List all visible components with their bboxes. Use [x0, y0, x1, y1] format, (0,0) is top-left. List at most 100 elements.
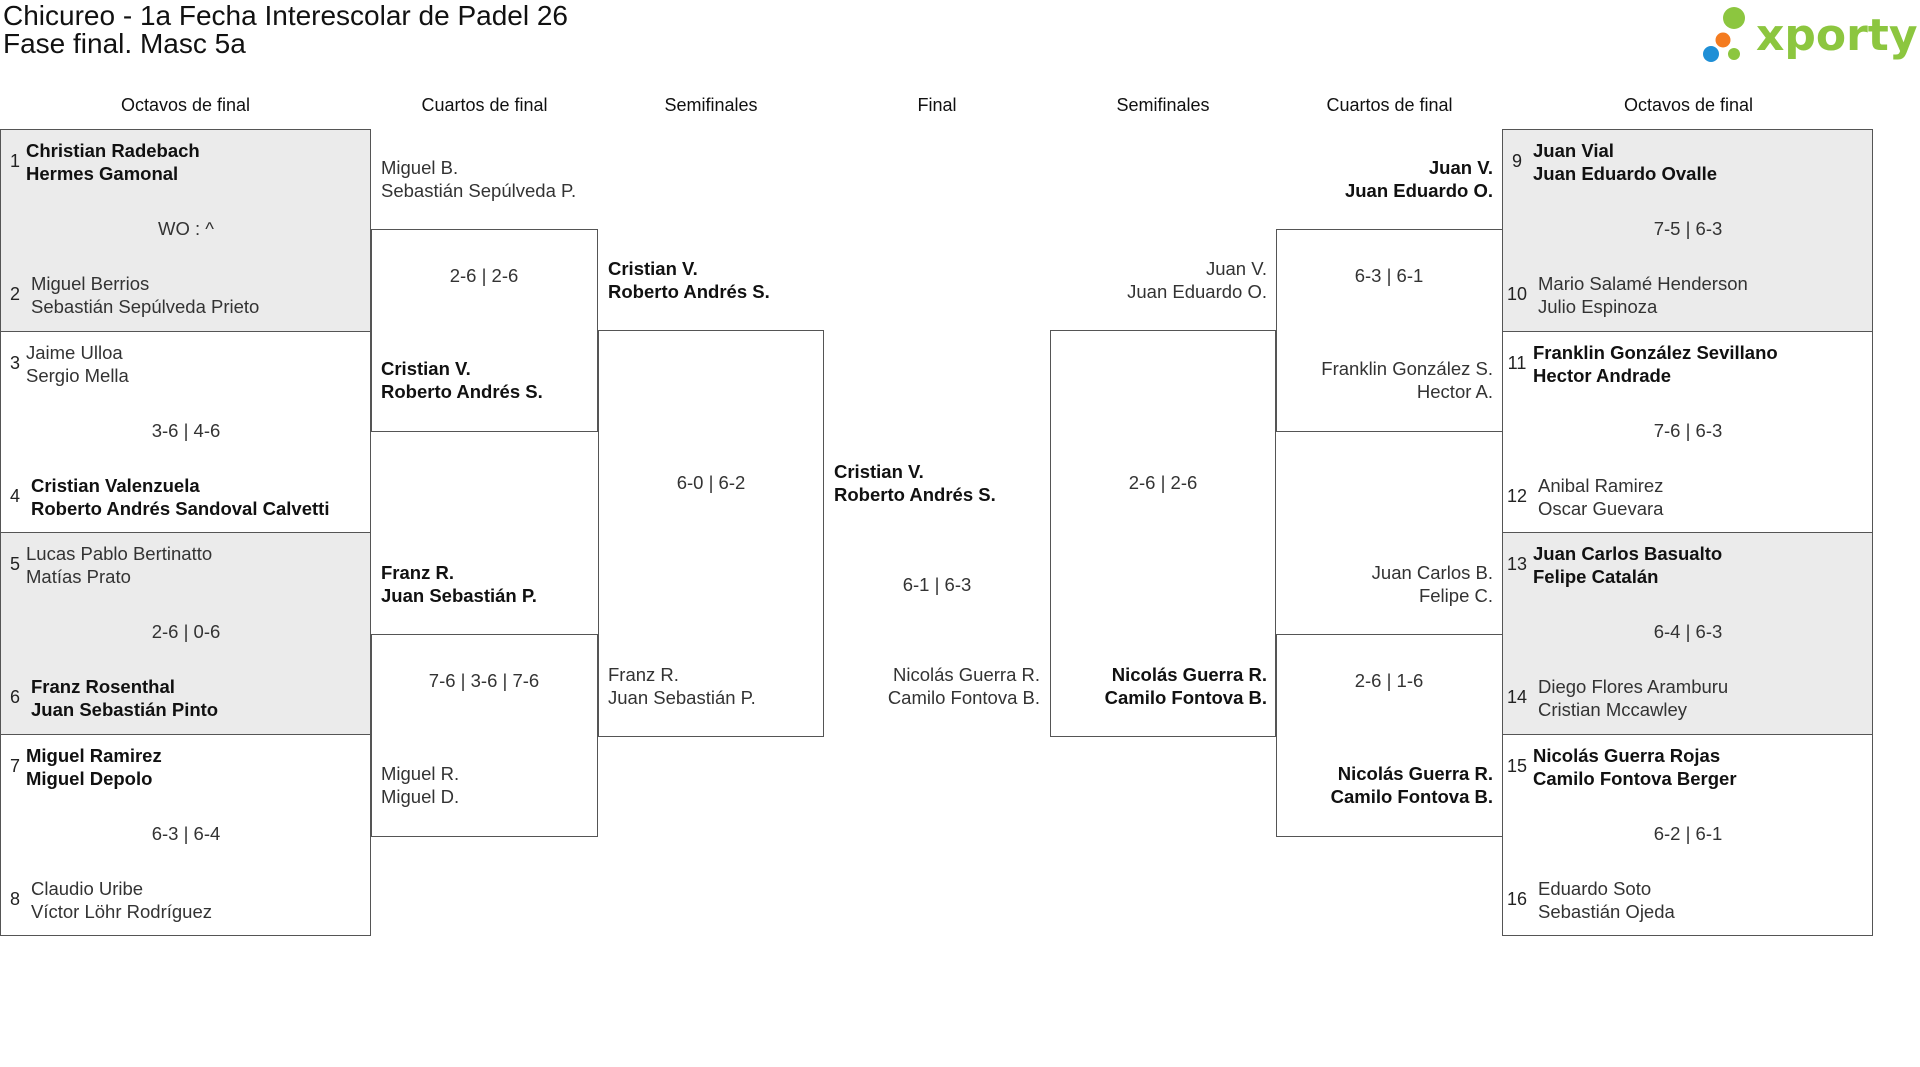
- seed-number: 9: [1511, 151, 1522, 171]
- round-header-right-sf: Semifinales: [1116, 95, 1210, 115]
- match-score: 6-1 | 6-3: [902, 574, 972, 595]
- seed-number: 10: [1507, 284, 1528, 304]
- player-name: Juan Eduardo Ovalle: [1533, 163, 1718, 184]
- player-name: Franz R.: [608, 664, 679, 685]
- match-score: WO : ^: [158, 218, 214, 239]
- player-name: Julio Espinoza: [1538, 296, 1658, 317]
- player-name: Jaime Ulloa: [26, 341, 123, 363]
- qf-left-match-box: [371, 634, 598, 837]
- r16-right-match-box: [1502, 532, 1873, 735]
- r16-left-match-box: [0, 532, 371, 735]
- player-name: Nicolás Guerra R.: [1111, 664, 1267, 685]
- match-score: 6-3 | 6-4: [151, 822, 221, 844]
- player-name: Felipe C.: [1418, 585, 1493, 606]
- team-entry[interactable]: Nicolás Guerra R.Camilo Fontova B.: [1280, 762, 1493, 808]
- player-name: Cristian V.: [381, 358, 471, 379]
- team-entry[interactable]: Miguel B.Sebastián Sepúlveda P.: [381, 156, 601, 202]
- match-score: 2-6 | 1-6: [1354, 670, 1424, 691]
- seed-number: 14: [1507, 687, 1528, 707]
- match-score: 7-6 | 6-3: [1653, 419, 1723, 441]
- player-name: Cristian V.: [608, 258, 698, 279]
- player-name: Nicolás Guerra Rojas: [1533, 744, 1721, 766]
- qf-left-match-box: [371, 229, 598, 432]
- round-header-right-r16: Octavos de final: [1623, 95, 1754, 115]
- team-entry[interactable]: Juan V.Juan Eduardo O.: [1055, 257, 1267, 303]
- page-subtitle: Fase final. Masc 5a: [3, 28, 246, 59]
- r16-right-match-box: [1502, 129, 1873, 332]
- team-entry[interactable]: Franz R.Juan Sebastián P.: [608, 663, 823, 709]
- player-name: Hector A.: [1416, 381, 1493, 402]
- player-name: Oscar Guevara: [1538, 497, 1664, 519]
- player-name: Claudio Uribe: [31, 877, 144, 899]
- player-name: Sergio Mella: [26, 364, 129, 386]
- seed-number: 5: [9, 554, 20, 574]
- player-name: Juan Sebastián P.: [381, 585, 537, 606]
- player-name: Franklin González S.: [1321, 358, 1493, 379]
- round-header-final: Final: [917, 95, 957, 115]
- player-name: Nicolás Guerra R.: [1337, 763, 1493, 784]
- round-header-right-qf: Cuartos de final: [1326, 95, 1453, 115]
- player-name: Miguel Depolo: [26, 767, 153, 789]
- sf-left-match-box: [598, 330, 824, 737]
- player-name: Franz Rosenthal: [31, 676, 175, 697]
- team-entry[interactable]: Cristian V.Roberto Andrés S.: [608, 257, 823, 303]
- player-name: Camilo Fontova B.: [1330, 786, 1493, 807]
- team-entry[interactable]: Cristian V.Roberto Andrés S.: [834, 460, 1049, 506]
- player-name: Hector Andrade: [1533, 364, 1672, 386]
- seed-number: 12: [1507, 485, 1528, 506]
- match-score: 6-0 | 6-2: [676, 472, 746, 493]
- team-entry[interactable]: Juan V.Juan Eduardo O.: [1280, 156, 1493, 202]
- player-name: Camilo Fontova B.: [887, 687, 1040, 708]
- team-entry[interactable]: Nicolás Guerra R.Camilo Fontova B.: [830, 663, 1040, 709]
- team-entry[interactable]: Miguel R.Miguel D.: [381, 762, 601, 808]
- player-name: Juan Carlos B.: [1371, 562, 1493, 583]
- team-entry[interactable]: Nicolás Guerra R.Camilo Fontova B.: [1055, 663, 1267, 709]
- xporty-logo[interactable]: xporty: [1696, 2, 1920, 66]
- match-score: 6-4 | 6-3: [1653, 621, 1723, 642]
- player-name: Anibal Ramirez: [1538, 474, 1664, 496]
- round-header-left-r16: Octavos de final: [120, 95, 251, 115]
- logo-wordmark: xporty: [1756, 10, 1918, 61]
- player-name: Miguel B.: [381, 157, 459, 178]
- match-score: 6-2 | 6-1: [1653, 822, 1723, 844]
- team-entry[interactable]: Franklin González S.Hector A.: [1280, 357, 1493, 403]
- player-name: Juan Vial: [1533, 140, 1614, 161]
- seed-number: 1: [9, 151, 20, 171]
- team-entry[interactable]: Cristian V.Roberto Andrés S.: [381, 357, 601, 403]
- player-name: Juan Sebastián Pinto: [31, 699, 219, 720]
- match-score: 2-6 | 2-6: [1128, 472, 1198, 493]
- player-name: Juan Eduardo O.: [1344, 180, 1493, 201]
- player-name: Miguel Berrios: [31, 273, 150, 294]
- player-name: Cristian V.: [834, 461, 924, 482]
- match-score: 3-6 | 4-6: [151, 419, 221, 441]
- player-name: Juan V.: [1428, 157, 1493, 178]
- xporty-logo-mark: xporty: [1703, 7, 1918, 62]
- player-name: Cristian Valenzuela: [31, 474, 200, 496]
- round-header-left-sf: Semifinales: [664, 95, 758, 115]
- player-name: Juan V.: [1205, 258, 1267, 279]
- team-entry[interactable]: Juan Carlos B.Felipe C.: [1280, 561, 1493, 607]
- match-score: 2-6 | 2-6: [449, 265, 519, 286]
- qf-right-match-box: [1276, 634, 1503, 837]
- player-name: Juan Sebastián P.: [608, 687, 756, 708]
- player-name: Eduardo Soto: [1538, 877, 1652, 899]
- team-entry[interactable]: Franz R.Juan Sebastián P.: [381, 561, 601, 607]
- player-name: Miguel D.: [381, 786, 460, 807]
- player-name: Sebastián Sepúlveda P.: [381, 180, 577, 201]
